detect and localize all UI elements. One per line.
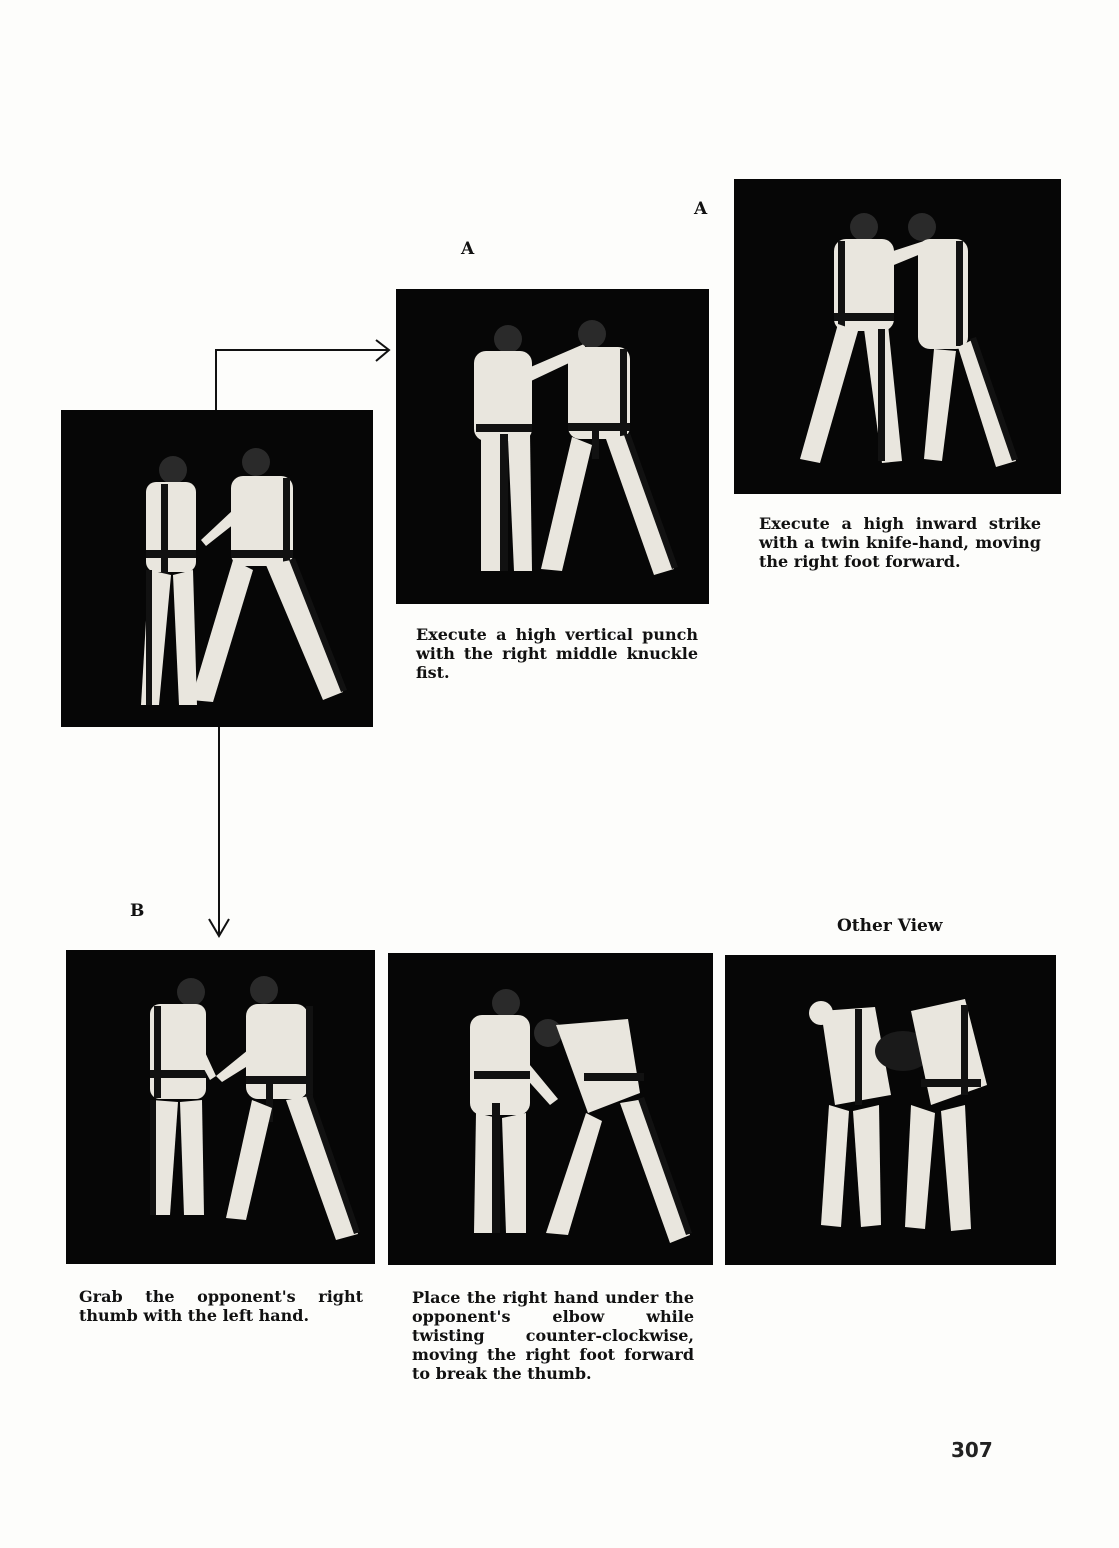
page-number: 307 [951, 1438, 993, 1462]
figures-illustration [725, 955, 1056, 1265]
figures-illustration [66, 950, 375, 1264]
caption-vertical-punch: Execute a high vertical punch with the r… [416, 625, 698, 682]
figures-illustration [396, 289, 709, 604]
photo-grab-thumb [66, 950, 375, 1264]
label-sequence-a-strike: A [694, 199, 708, 219]
caption-inward-strike: Execute a high inward strike with a twin… [759, 514, 1041, 571]
arrow-to-sequence-a [215, 349, 388, 410]
photo-other-view [725, 955, 1056, 1265]
photo-start-position [61, 410, 373, 727]
photo-break-thumb [388, 953, 713, 1265]
figures-illustration [734, 179, 1061, 494]
photo-vertical-punch [396, 289, 709, 604]
label-other-view: Other View [837, 916, 943, 936]
label-sequence-b: B [130, 901, 145, 921]
label-sequence-a-punch: A [461, 239, 475, 259]
figures-illustration [388, 953, 713, 1265]
photo-inward-strike [734, 179, 1061, 494]
caption-grab-thumb: Grab the opponent's right thumb with the… [79, 1287, 363, 1325]
figures-illustration [61, 410, 373, 727]
caption-break-thumb: Place the right hand under the opponent'… [412, 1288, 694, 1383]
